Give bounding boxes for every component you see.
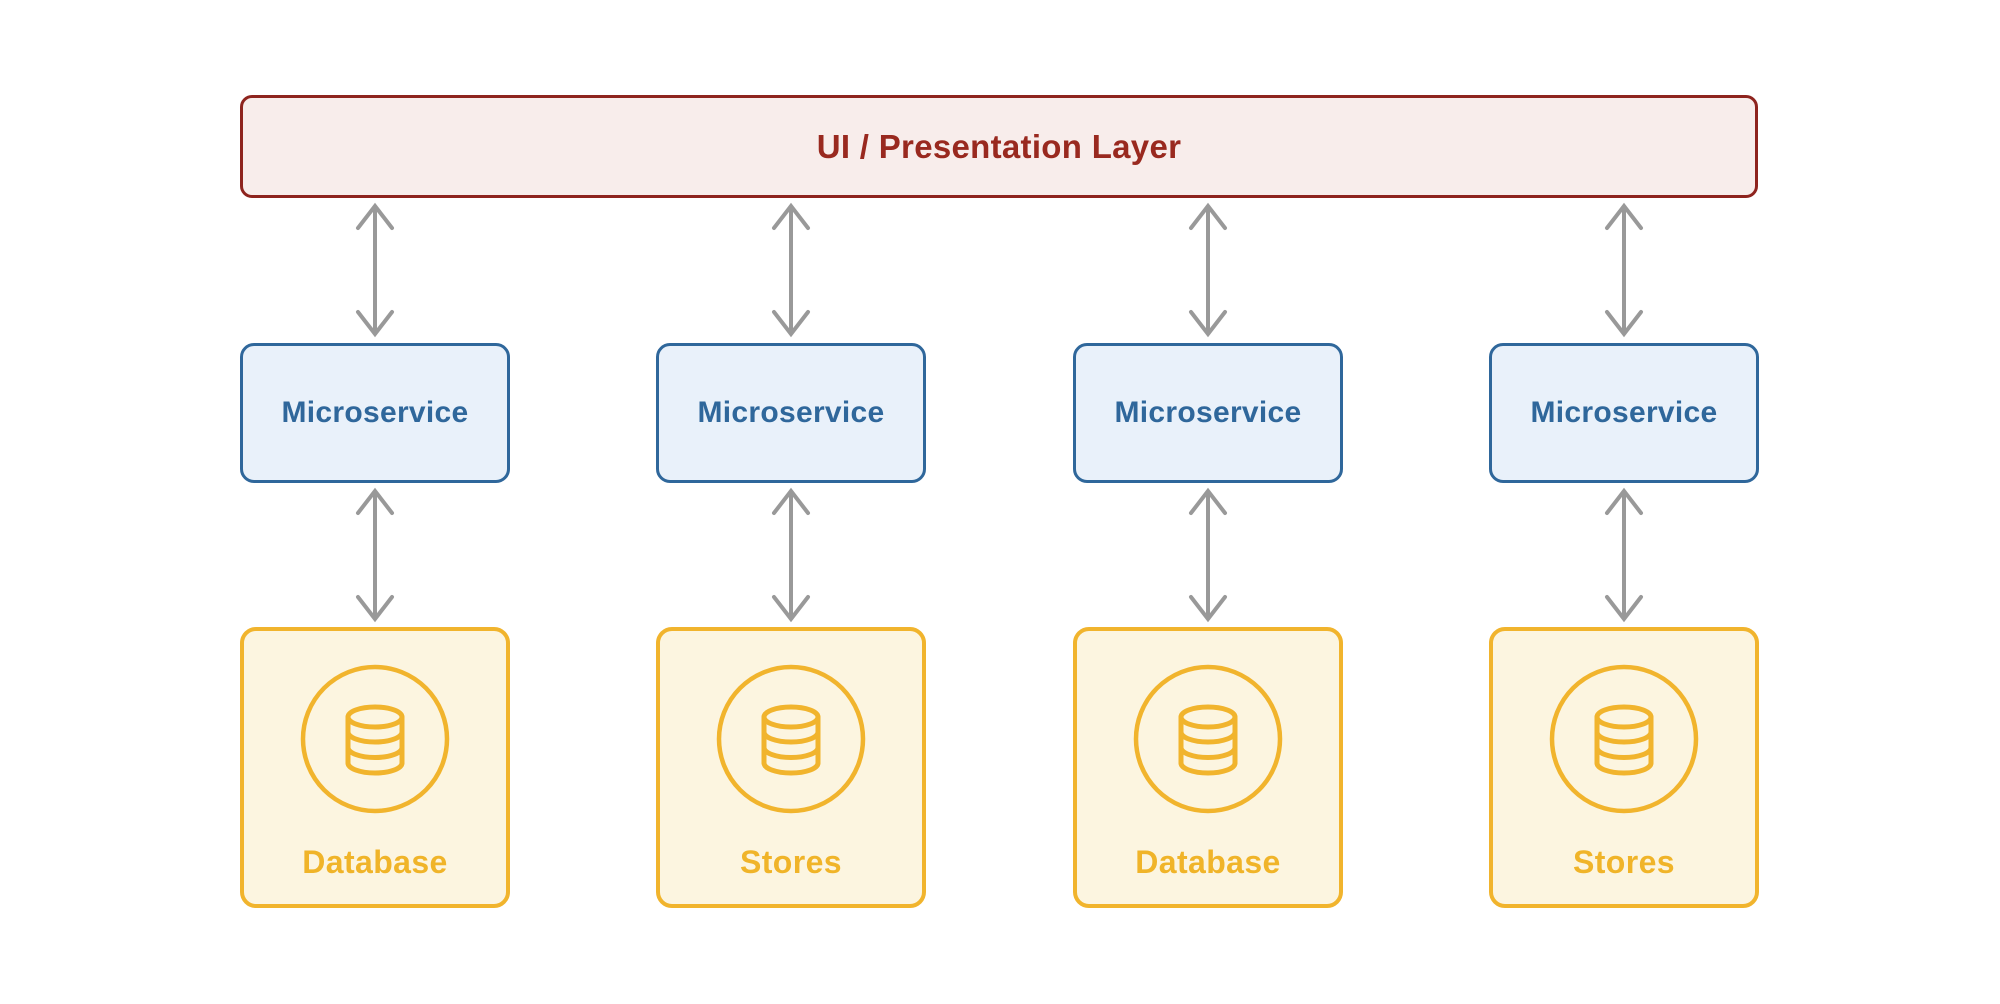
microservice-box: Microservice: [656, 343, 926, 483]
bidirectional-arrow: [1605, 202, 1643, 338]
microservice-label: Microservice: [1114, 396, 1302, 429]
datastore-box: Stores: [656, 627, 926, 908]
datastore-label: Stores: [1573, 843, 1675, 880]
bidirectional-arrow: [772, 202, 810, 338]
microservice-box: Microservice: [1073, 343, 1343, 483]
bidirectional-arrow: [1189, 487, 1227, 623]
database-icon: [1544, 659, 1704, 819]
microservice-box: Microservice: [1489, 343, 1759, 483]
ui-presentation-layer-label: UI / Presentation Layer: [816, 127, 1182, 165]
bidirectional-arrow: [772, 487, 810, 623]
bidirectional-arrow: [1189, 202, 1227, 338]
bidirectional-arrow: [356, 202, 394, 338]
database-icon: [1128, 659, 1288, 819]
datastore-label: Database: [302, 843, 448, 880]
bidirectional-arrow: [356, 487, 394, 623]
database-icon: [711, 659, 871, 819]
microservice-box: Microservice: [240, 343, 510, 483]
microservice-label: Microservice: [697, 396, 885, 429]
microservice-label: Microservice: [1530, 396, 1718, 429]
datastore-box: Stores: [1489, 627, 1759, 908]
database-icon: [295, 659, 455, 819]
datastore-label: Stores: [740, 843, 842, 880]
bidirectional-arrow: [1605, 487, 1643, 623]
datastore-label: Database: [1135, 843, 1281, 880]
datastore-box: Database: [1073, 627, 1343, 908]
ui-presentation-layer-box: UI / Presentation Layer: [240, 95, 1758, 198]
microservice-label: Microservice: [281, 396, 469, 429]
datastore-box: Database: [240, 627, 510, 908]
